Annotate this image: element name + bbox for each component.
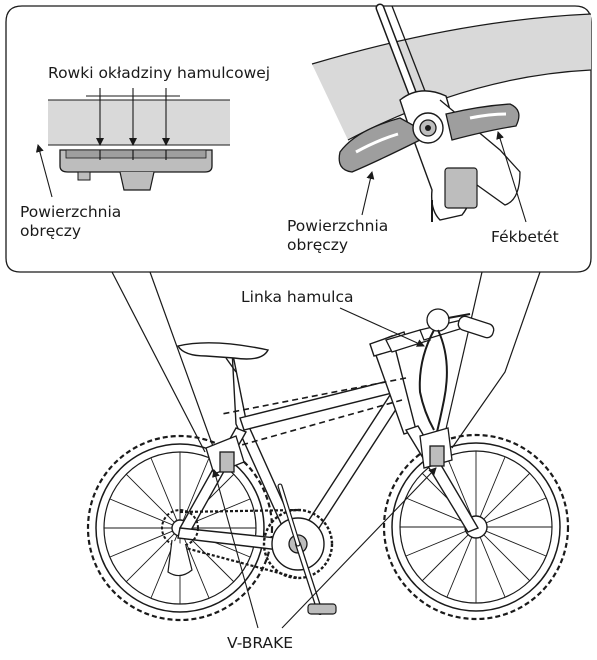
rim-surface-label-left-line2: obręczy	[20, 222, 81, 241]
bicycle-illustration	[88, 309, 568, 620]
rim-surface-label-left-line1: Powierzchnia	[20, 203, 121, 222]
pad-groove-label: Rowki okładziny hamulcowej	[48, 64, 270, 83]
rim-section-left	[48, 100, 230, 145]
brake-pad-label: Fékbetét	[491, 228, 559, 247]
brake-cable-label: Linka hamulca	[241, 288, 353, 307]
handlebar	[386, 309, 495, 352]
rim-surface-label-right-line2: obręczy	[287, 236, 348, 255]
front-v-brake	[420, 428, 452, 468]
rim-surface-label-right-line1: Powierzchnia	[287, 217, 388, 236]
saddle	[178, 343, 268, 372]
v-brake-label: V-BRAKE	[227, 634, 293, 653]
